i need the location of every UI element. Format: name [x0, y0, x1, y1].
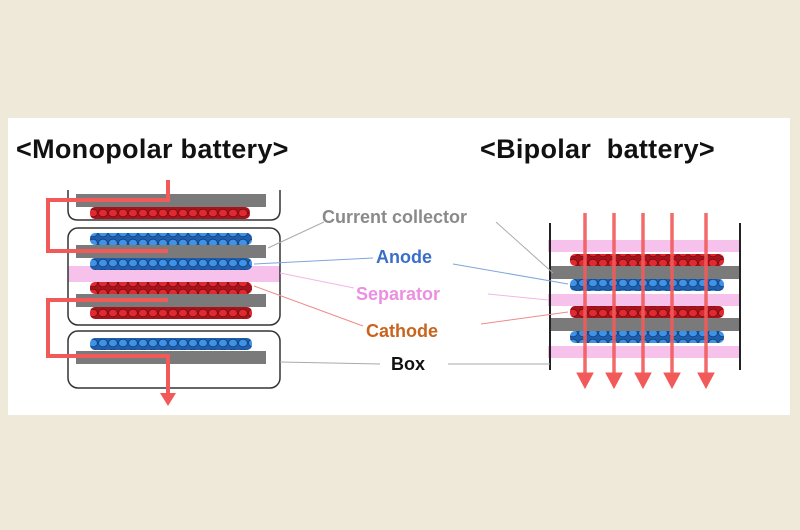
label-current-collector: Current collector: [322, 207, 468, 227]
cathode-layer: [570, 254, 724, 266]
monopolar-battery: [46, 180, 281, 406]
current-collector: [550, 266, 740, 279]
anode-layer: [90, 338, 252, 350]
current-collector: [550, 318, 740, 331]
label-cathode: Cathode: [366, 321, 438, 341]
cathode-layer: [90, 282, 252, 294]
current-arrow-head: [160, 393, 176, 406]
current-flow-arrows: [576, 213, 715, 390]
current-collector: [76, 194, 266, 207]
label-separator: Separator: [356, 284, 441, 304]
diagram-canvas: <Monopolar battery> <Bipolar battery> Cu…: [8, 118, 790, 415]
battery-diagram: [46, 180, 741, 406]
leader-lines: [253, 221, 569, 365]
label-box: Box: [391, 354, 426, 374]
cell-box: [67, 190, 281, 221]
monopolar-title: <Monopolar battery>: [16, 134, 289, 164]
label-anode: Anode: [376, 247, 432, 267]
anode-layer: [570, 279, 724, 291]
current-flow-arrow: [46, 180, 170, 403]
cathode-layer: [570, 306, 724, 318]
cell-box: [67, 227, 281, 326]
anode-layer: [90, 258, 252, 270]
current-collector: [76, 294, 266, 307]
bipolar-title: <Bipolar battery>: [480, 134, 715, 164]
cell-box: [67, 330, 281, 389]
cathode-layer: [90, 307, 252, 319]
current-collector: [76, 245, 266, 258]
anode-layer: [570, 331, 724, 343]
cathode-layer: [90, 207, 250, 219]
anode-layer: [90, 233, 252, 245]
bipolar-battery: [548, 213, 741, 390]
